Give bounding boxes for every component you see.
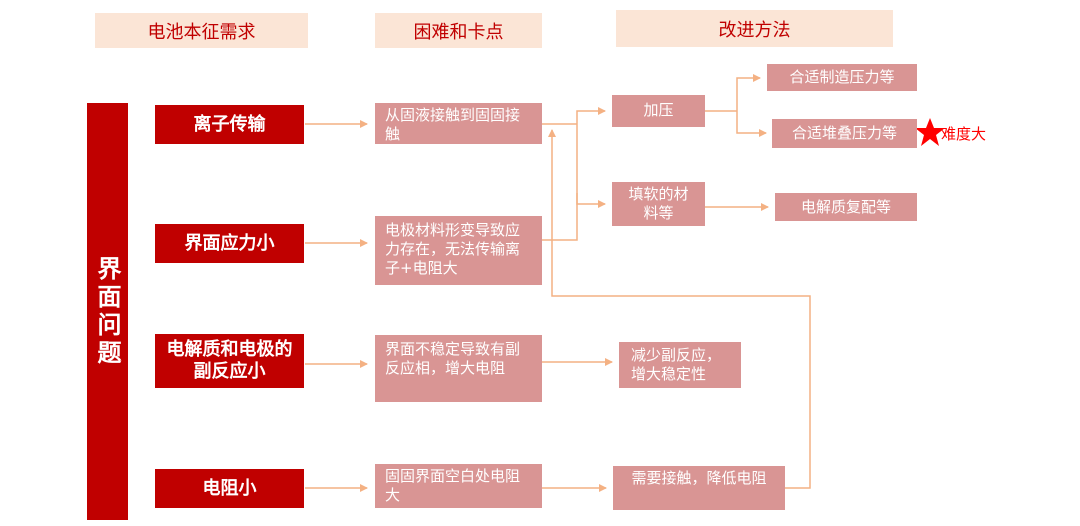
difficulty-electrode-deformation: 电极材料形变导致应力存在，无法传输离子+电阻大 (375, 216, 542, 285)
arrow-pressure-stacking (736, 111, 767, 137)
method-reduce-side-reaction: 减少副反应，增大稳定性 (619, 342, 741, 388)
difficulty-high-note: 难度大 (941, 125, 987, 143)
arrow-junction-pressure (576, 107, 606, 122)
header-requirements: 电池本征需求 (95, 13, 308, 48)
difficulty-unstable-interface: 界面不稳定导致有副反应相，增大电阻 (375, 335, 542, 402)
method-soft-material: 填软的材料等 (612, 182, 705, 226)
difficulty-interface-voids: 固固界面空白处电阻大 (375, 464, 542, 508)
method-pressure: 加压 (612, 95, 705, 127)
header-difficulties: 困难和卡点 (375, 13, 542, 48)
line-diff2-junction (542, 122, 578, 241)
header-methods: 改进方法 (616, 10, 893, 47)
difficulty-solid-solid-contact: 从固液接触到固固接触 (375, 103, 542, 144)
requirement-low-side-reaction: 电解质和电极的副反应小 (155, 334, 304, 388)
submethod-manufacturing-pressure: 合适制造压力等 (767, 64, 917, 91)
arrow-pressure-manufacturing (736, 74, 761, 111)
arrow-contact-loop (548, 129, 811, 489)
requirement-low-interface-stress: 界面应力小 (155, 224, 304, 263)
arrow-junction-soft (576, 193, 606, 208)
method-need-contact: 需要接触，降低电阻 (613, 466, 785, 510)
requirement-ion-transport: 离子传输 (155, 105, 304, 144)
submethod-electrolyte-matching: 电解质复配等 (775, 193, 917, 221)
submethod-stacking-pressure: 合适堆叠压力等 (772, 119, 917, 148)
star-icon (915, 118, 945, 146)
requirement-low-resistance: 电阻小 (155, 469, 304, 508)
side-label-interface-issue: 界面问题 (87, 103, 128, 520)
